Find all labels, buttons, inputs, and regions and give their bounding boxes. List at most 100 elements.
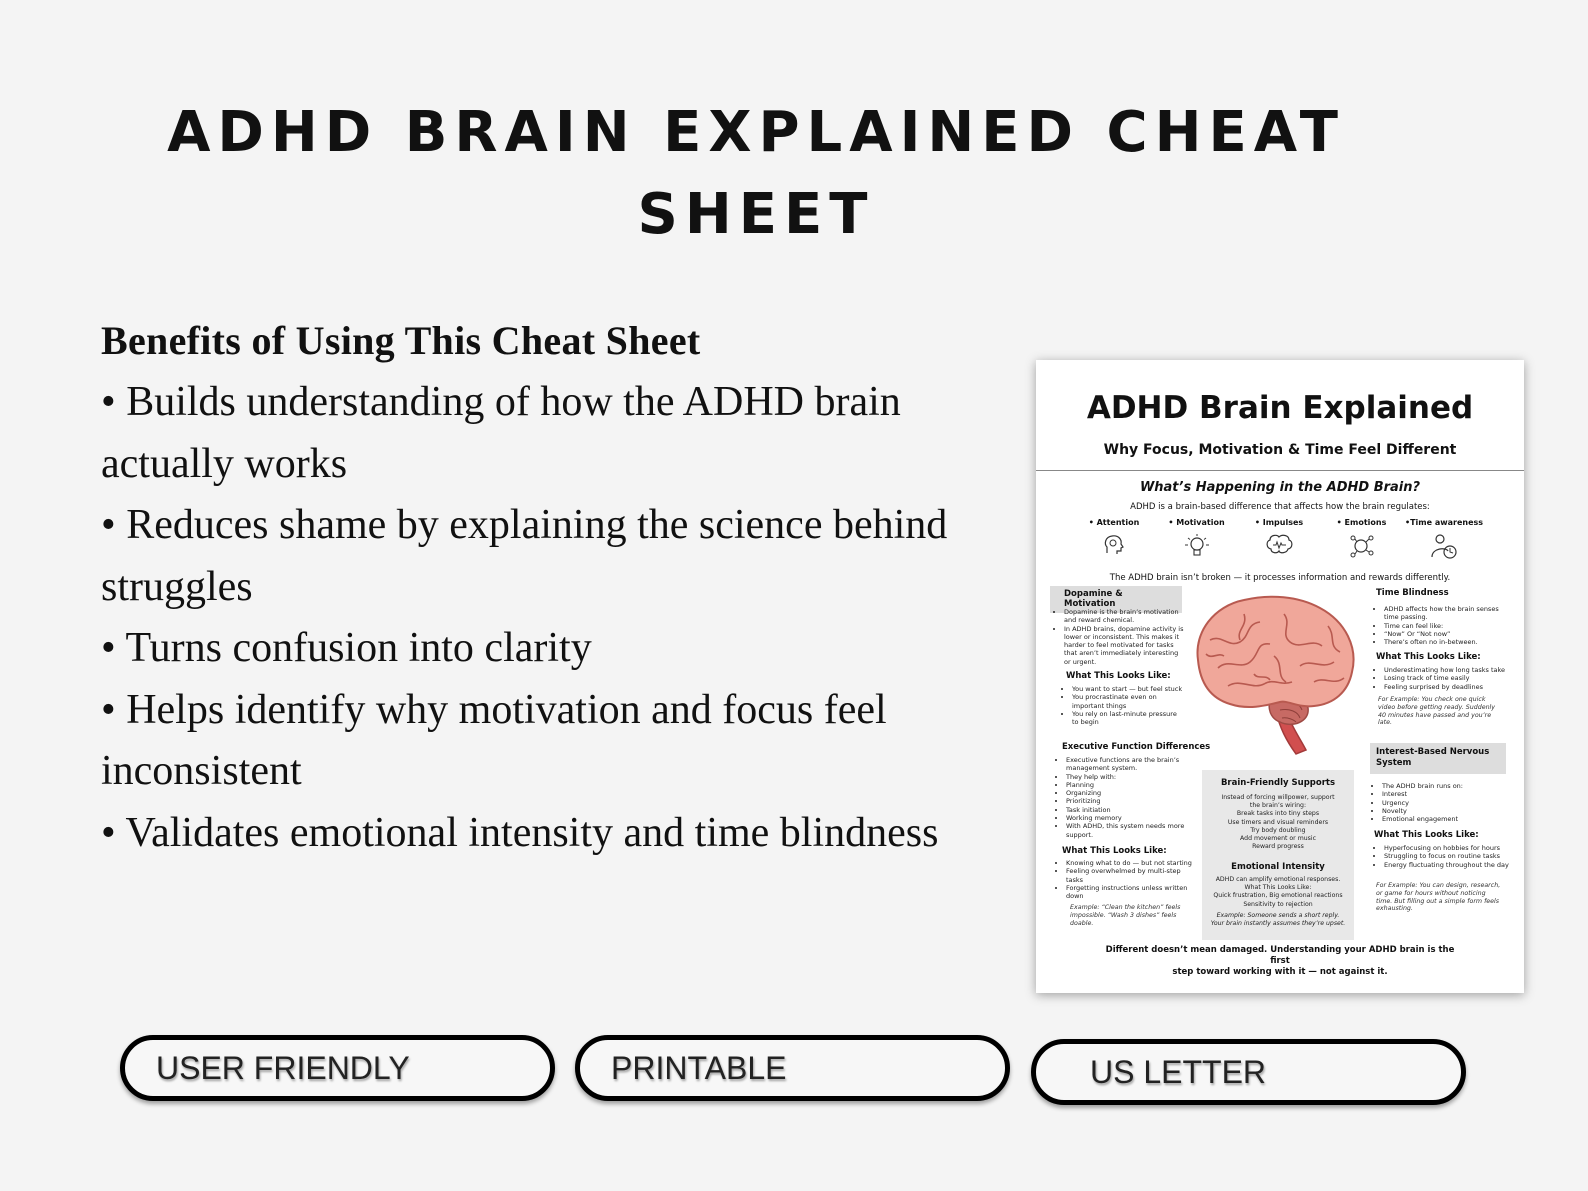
supports-heading: Brain-Friendly Supports [1220, 778, 1336, 788]
cheat-sheet-preview: ADHD Brain Explained Why Focus, Motivati… [1036, 360, 1524, 993]
benefits-heading: Benefits of Using This Cheat Sheet [101, 318, 701, 363]
badge-us-letter: US LETTER [1031, 1039, 1466, 1105]
sheet-subtitle: Why Focus, Motivation & Time Feel Differ… [1103, 442, 1457, 458]
dopamine-list: Dopamine is the brain’s motivation and r… [1056, 608, 1184, 666]
list-item: Hyperfocusing on hobbies for hours [1384, 844, 1511, 852]
list-item: Time can feel like: [1384, 622, 1506, 630]
area-label: • Motivation [1168, 518, 1225, 527]
list-item: Losing track of time easily [1384, 674, 1511, 682]
page-title-line-2: SHEET [637, 182, 875, 247]
lightbulb-icon [1184, 534, 1209, 556]
interest-looks-list: Hyperfocusing on hobbies for hours Strug… [1376, 844, 1511, 869]
emotional-example-line: Example: Someone sends a short reply. [1216, 912, 1340, 919]
emotion-network-icon [1350, 535, 1373, 558]
badge-printable: PRINTABLE [575, 1035, 1010, 1101]
list-item: With ADHD, this system needs more suppor… [1066, 822, 1198, 839]
list-item: Emotional engagement [1382, 815, 1504, 823]
benefit-item: • Turns confusion into clarity [101, 625, 592, 671]
list-item: Knowing what to do — but not starting [1066, 859, 1198, 867]
list-item: You procrastinate even on important thin… [1072, 693, 1184, 710]
list-item: Task initiation [1066, 806, 1198, 814]
sheet-intro: ADHD is a brain-based difference that af… [1130, 502, 1430, 512]
list-item: Urgency [1382, 799, 1504, 807]
executive-example: Example: “Clean the kitchen” feels impos… [1070, 904, 1181, 927]
list-item: Underestimating how long tasks take [1384, 666, 1511, 674]
area-time-awareness: •Time awareness [1404, 518, 1484, 559]
support-line: Instead of forcing willpower, support [1221, 794, 1335, 801]
area-label: • Emotions [1336, 518, 1387, 527]
sheet-divider [1036, 470, 1524, 471]
emotional-heading: Emotional Intensity [1231, 862, 1325, 872]
list-item: Planning [1066, 781, 1198, 789]
person-clock-icon [1431, 534, 1457, 559]
area-attention: • Attention [1074, 518, 1154, 559]
benefit-item: • Helps identify why motivation and focu… [101, 686, 887, 795]
sheet-footer: Different doesn’t mean damaged. Understa… [1096, 945, 1464, 978]
interest-looks-heading: What This Looks Like: [1374, 830, 1479, 840]
interest-list: The ADHD brain runs on: Interest Urgency… [1374, 782, 1504, 823]
list-item: Dopamine is the brain’s motivation and r… [1064, 608, 1184, 625]
dopamine-looks-heading: What This Looks Like: [1066, 671, 1171, 681]
list-item: Energy fluctuating throughout the day [1384, 861, 1511, 869]
list-item: You want to start — but feel stuck [1072, 685, 1184, 693]
support-line: Break tasks into tiny steps [1236, 810, 1320, 818]
page-title: ADHD BRAIN EXPLAINED CHEAT SHEET [0, 92, 1512, 256]
head-icon [1104, 535, 1124, 554]
interest-example: For Example: You can design, research, o… [1376, 882, 1501, 913]
list-item: Forgetting instructions unless written d… [1066, 884, 1198, 901]
area-label: • Impulses [1254, 518, 1304, 527]
sheet-title: ADHD Brain Explained [1086, 390, 1474, 426]
list-item: Prioritizing [1066, 797, 1198, 805]
brain-illustration [1196, 595, 1355, 755]
list-item: They help with: [1066, 773, 1198, 781]
emotional-line: ADHD can amplify emotional responses. [1215, 876, 1341, 883]
dopamine-looks-list: You want to start — but feel stuck You p… [1064, 685, 1184, 726]
area-motivation: • Motivation [1157, 518, 1237, 559]
sheet-note: The ADHD brain isn’t broken — it process… [1109, 573, 1451, 583]
area-label: • Attention [1088, 518, 1140, 527]
support-line: Reward progress [1252, 843, 1304, 851]
time-example: For Example: You check one quick video b… [1378, 696, 1496, 727]
list-item: The ADHD brain runs on: [1382, 782, 1504, 790]
time-list: ADHD affects how the brain senses time p… [1376, 605, 1506, 646]
list-item: Organizing [1066, 789, 1198, 797]
page-title-line-1: ADHD BRAIN EXPLAINED CHEAT [167, 100, 1345, 165]
list-item: Interest [1382, 790, 1504, 798]
supports-text: Instead of forcing willpower, support th… [1206, 794, 1350, 851]
support-line: Try body doubling [1250, 826, 1306, 834]
brain-areas: • Attention • Motivation • Impulses • Em… [1074, 518, 1484, 559]
time-looks-list: Underestimating how long tasks take Losi… [1376, 666, 1511, 691]
benefit-item: • Validates emotional intensity and time… [101, 809, 939, 856]
sheet-question: What’s Happening in the ADHD Brain? [1139, 480, 1421, 495]
benefit-item: • Reduces shame by explaining the scienc… [101, 502, 948, 610]
support-line: Add movement or music [1240, 835, 1316, 843]
interest-heading-line: System [1376, 758, 1412, 768]
time-heading: Time Blindness [1376, 588, 1449, 598]
area-emotions: • Emotions [1322, 518, 1402, 559]
executive-looks-heading: What This Looks Like: [1062, 846, 1167, 856]
executive-heading: Executive Function Differences [1062, 742, 1211, 752]
brain-icon [1266, 534, 1293, 554]
interest-heading: Interest-Based Nervous System [1370, 743, 1506, 774]
list-item: Struggling to focus on routine tasks [1384, 852, 1511, 860]
footer-line: Different doesn’t mean damaged. Understa… [1105, 945, 1455, 966]
emotional-line: What This Looks Like: [1244, 884, 1312, 892]
emotional-text: ADHD can amplify emotional responses. Wh… [1206, 876, 1350, 909]
executive-list: Executive functions are the brain’s mana… [1058, 756, 1198, 839]
list-item: Feeling overwhelmed by multi-step tasks [1066, 867, 1198, 884]
benefits-list: • Builds understanding of how the ADHD b… [101, 372, 1031, 864]
emotional-example: Example: Someone sends a short reply. Yo… [1206, 912, 1350, 928]
benefits-section: Benefits of Using This Cheat Sheet • Bui… [101, 310, 1031, 864]
list-item: You rely on last-minute pressure to begi… [1072, 710, 1184, 727]
list-item: In ADHD brains, dopamine activity is low… [1064, 625, 1184, 666]
badge-user-friendly: USER FRIENDLY [120, 1035, 555, 1101]
list-item: “Now” Or “Not now” [1384, 630, 1506, 638]
list-item: Novelty [1382, 807, 1504, 815]
support-line: the brain’s wiring: [1249, 802, 1307, 810]
area-impulses: • Impulses [1239, 518, 1319, 559]
footer-line: step toward working with it — not agains… [1172, 967, 1388, 977]
dopamine-heading: Dopamine & Motivation [1050, 586, 1182, 613]
list-item: There’s often no in-between. [1384, 638, 1506, 646]
benefit-item: • Builds understanding of how the ADHD b… [101, 379, 901, 487]
time-looks-heading: What This Looks Like: [1376, 652, 1481, 662]
